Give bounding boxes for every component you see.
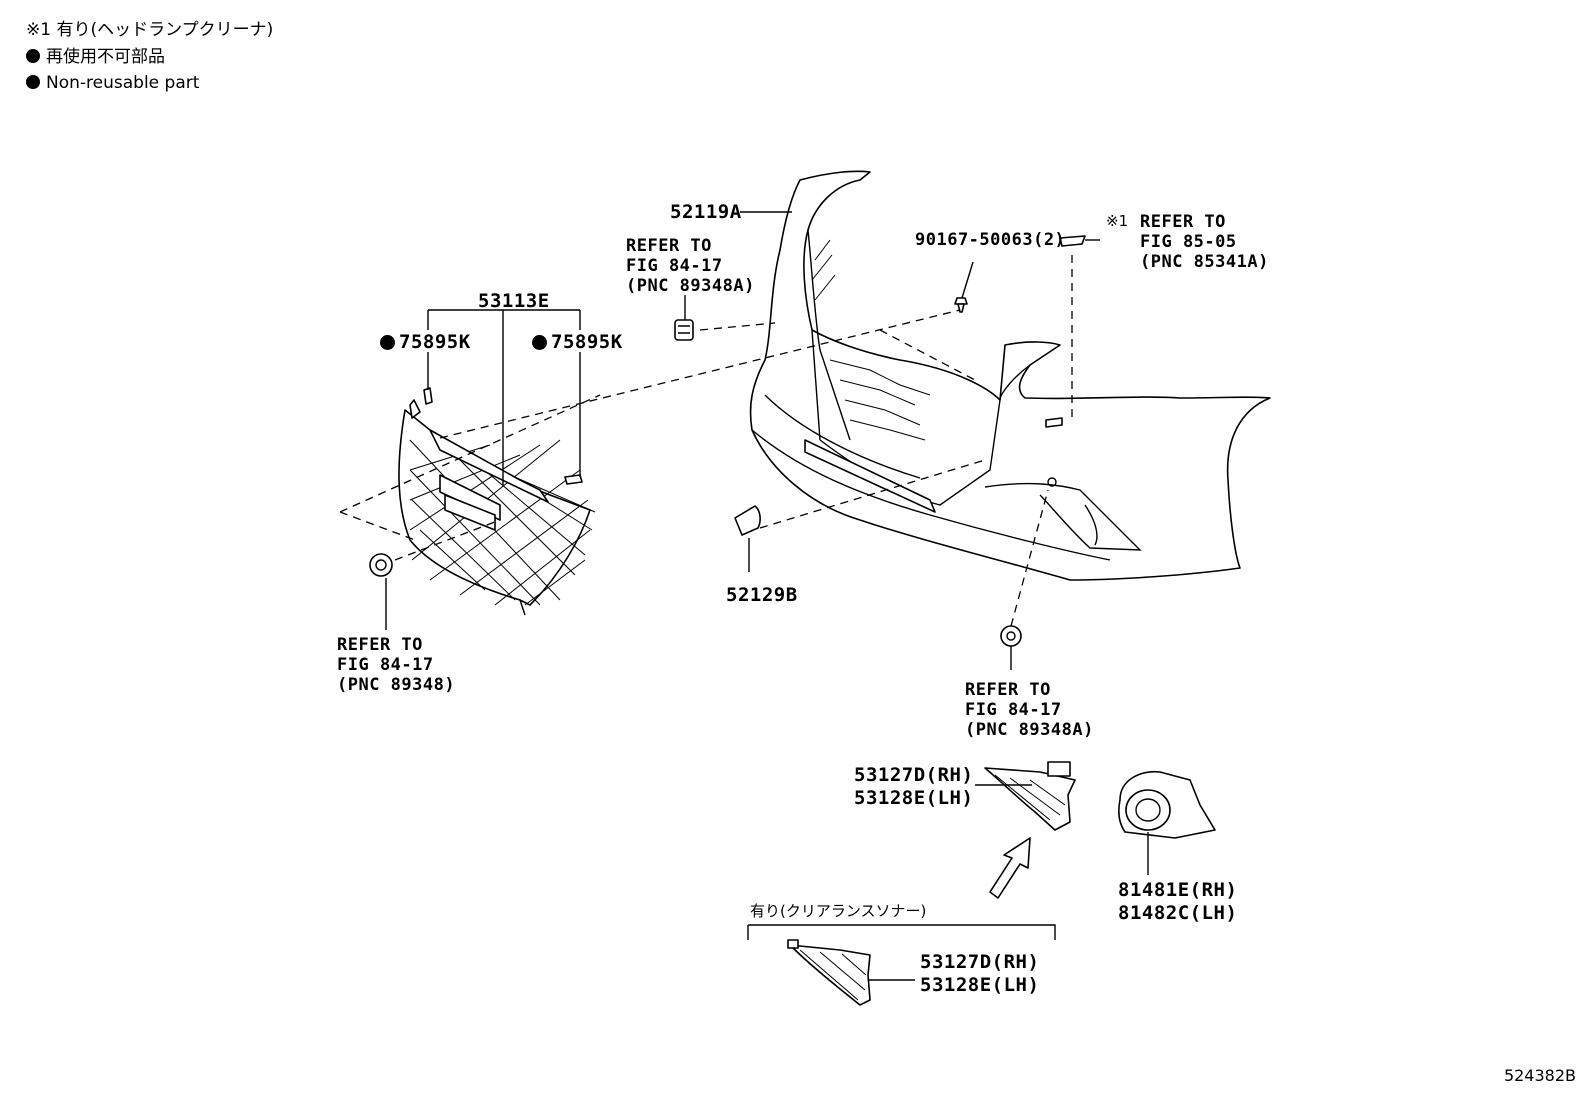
- label-53127D-upper: 53127D(RH): [854, 764, 974, 786]
- fog-lamp-81481E-drawing: [1118, 771, 1216, 839]
- label-90167-50063: 90167-50063(2): [915, 230, 1066, 250]
- label-53128E-sonar: 53128E(LH): [920, 974, 1040, 996]
- ref-left-line1: REFER TO: [337, 635, 423, 655]
- ref-left-line3: (PNC 89348): [337, 675, 456, 695]
- label-sonar-variant: 有り(クリアランスソナー): [750, 902, 927, 920]
- ref-top-mid-line2: FIG 84-17: [626, 256, 723, 276]
- ref-top-right-mark: ※1: [1106, 212, 1129, 230]
- label-75895K-left-text: 75895K: [399, 331, 471, 353]
- non-reusable-bullet-icon: [26, 75, 40, 89]
- ref-top-right-line3: (PNC 85341A): [1140, 252, 1269, 272]
- grommet-89348A-bottom-drawing: [1000, 625, 1022, 647]
- label-53127D-sonar: 53127D(RH): [920, 951, 1040, 973]
- radiator-grille-drawing: [398, 399, 596, 616]
- label-53113E: 53113E: [478, 290, 550, 312]
- legend-non-reusable-en-text: Non-reusable part: [46, 73, 200, 93]
- legend-note-1: ※1 有り(ヘッドランプクリーナ): [26, 20, 274, 40]
- label-53128E-upper: 53128E(LH): [854, 787, 974, 809]
- non-reusable-bullet-icon: [26, 49, 40, 63]
- figure-code: 524382B: [1503, 1066, 1576, 1085]
- ref-top-mid-line1: REFER TO: [626, 236, 712, 256]
- label-81482C: 81482C(LH): [1118, 902, 1238, 924]
- label-81481E: 81481E(RH): [1118, 879, 1238, 901]
- clip-75895K-left-drawing: [423, 387, 433, 405]
- bracket-89348A-top-drawing: [674, 319, 694, 341]
- bumper-cover-drawing: [749, 170, 1271, 581]
- leader-lines: [385, 211, 1149, 981]
- lamp-cover-53127D-sonar-drawing: [787, 939, 871, 1006]
- cap-85341A-drawing: [1059, 235, 1086, 247]
- ref-top-right-line1: REFER TO: [1140, 212, 1226, 232]
- ref-bottom-line2: FIG 84-17: [965, 700, 1062, 720]
- label-52129B: 52129B: [726, 584, 798, 606]
- assembly-dashed-lines: [339, 255, 1073, 627]
- legend-non-reusable-jp: 再使用不可部品: [26, 47, 165, 67]
- legend-non-reusable-en: Non-reusable part: [26, 73, 199, 93]
- non-reusable-bullet-icon: [380, 335, 395, 350]
- label-52119A: 52119A: [670, 201, 742, 223]
- label-75895K-right-text: 75895K: [551, 331, 623, 353]
- ref-left-line2: FIG 84-17: [337, 655, 434, 675]
- label-75895K-left: 75895K: [380, 332, 471, 352]
- lamp-cover-53127D-upper-drawing: [984, 761, 1076, 831]
- ref-bottom-line1: REFER TO: [965, 680, 1051, 700]
- grommet-89348-left-drawing: [369, 553, 393, 577]
- non-reusable-bullet-icon: [532, 335, 547, 350]
- label-75895K-right: 75895K: [532, 332, 623, 352]
- cover-52129B-drawing: [734, 505, 761, 536]
- install-direction-arrow-icon: [989, 837, 1031, 899]
- ref-top-right-line2: FIG 85-05: [1140, 232, 1237, 252]
- ref-bottom-line3: (PNC 89348A): [965, 720, 1094, 740]
- clip-75895K-right-drawing: [564, 474, 583, 485]
- ref-top-mid-line3: (PNC 89348A): [626, 276, 755, 296]
- screw-90167-drawing: [954, 297, 968, 313]
- legend-non-reusable-jp-text: 再使用不可部品: [46, 47, 165, 67]
